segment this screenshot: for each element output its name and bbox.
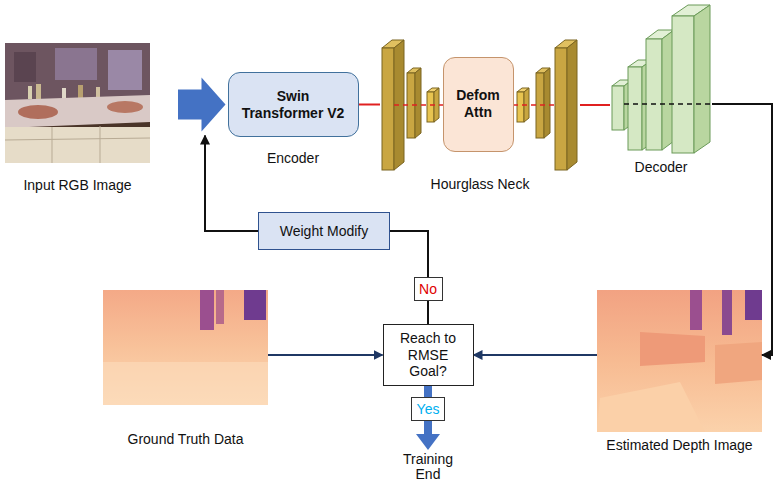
- neck-dashed-axis: [513, 104, 556, 106]
- input-photo: [55, 48, 97, 80]
- decoder-dashed-axis: [624, 103, 710, 105]
- feature-line: [580, 104, 610, 106]
- estimated-depth: [690, 290, 702, 330]
- end-arrow: [424, 420, 432, 434]
- input-photo: [18, 105, 58, 119]
- end-label: Training End: [393, 452, 463, 483]
- yes-box: Yes: [411, 397, 445, 421]
- ground-truth-depth: [103, 290, 268, 405]
- estimated-depth: [597, 290, 762, 432]
- input-photo: [5, 43, 150, 163]
- caption-text: Decoder: [635, 159, 688, 176]
- box-text: Yes: [417, 401, 440, 418]
- input-photo: [100, 126, 101, 163]
- neck-layer: [382, 48, 394, 170]
- success-shaft: [424, 386, 432, 397]
- decoder-layer: [646, 39, 662, 150]
- input-photo: [107, 101, 143, 113]
- weight-modify-box: Weight Modify: [258, 212, 390, 250]
- ground-truth-image: Ground Truth Data: [103, 290, 268, 405]
- ground-truth-depth: [103, 290, 268, 405]
- neck-dashed-axis: [394, 104, 444, 106]
- ground-truth-depth: [103, 362, 268, 405]
- neck-layer: [427, 92, 434, 122]
- encoder-box: Swin Transformer V2Encoder: [228, 72, 359, 137]
- input-photo: [5, 138, 150, 140]
- input-photo: [5, 43, 150, 101]
- caption-text: Ground Truth Data: [128, 431, 244, 448]
- decoder-layer: [694, 5, 710, 153]
- caption-text: Hourglass Neck: [431, 176, 530, 193]
- feedback-line: [390, 231, 428, 277]
- estimated-depth: [745, 290, 762, 320]
- box-text: Weight Modify: [280, 223, 368, 240]
- ground-truth-depth: [244, 290, 266, 320]
- hourglass-neck: Hourglass NeckDefom Attn: [380, 38, 580, 172]
- input-image: Input RGB Image: [5, 43, 150, 163]
- feature-line: [359, 104, 381, 106]
- neck-layer: [415, 68, 421, 138]
- input-photo: [52, 127, 53, 163]
- neck-layer: [567, 40, 577, 170]
- input-photo: [28, 86, 32, 99]
- end-arrow: [416, 434, 440, 450]
- input-photo: [108, 50, 142, 90]
- decoder-layer: [628, 67, 642, 150]
- estimated-depth: [715, 342, 762, 384]
- ground-truth-depth: [216, 290, 224, 324]
- input-photo: [5, 95, 150, 128]
- caption-text: Encoder: [267, 150, 319, 167]
- estimated-depth: [722, 290, 732, 335]
- box-text: Defom Attn: [448, 87, 508, 121]
- input-photo: [62, 88, 66, 99]
- feedback-line: [427, 301, 429, 324]
- ground-truth-depth: [200, 290, 214, 330]
- neck-layer: [544, 68, 550, 138]
- neck-layer: [555, 48, 567, 170]
- decoder: Decoder: [610, 5, 712, 155]
- neck-layer: [382, 40, 577, 170]
- box-text: Reach to RMSE Goal?: [388, 330, 468, 380]
- box-text: No: [419, 281, 437, 298]
- input-photo: [14, 52, 36, 82]
- compare-arrow: [474, 354, 598, 356]
- neck-layer: [517, 92, 524, 122]
- no-box: No: [414, 277, 443, 301]
- compare-arrow: [268, 354, 383, 356]
- estimated-depth-image: Estimated Depth Image: [597, 290, 762, 432]
- estimated-depth: [640, 332, 705, 366]
- estimated-depth: [597, 382, 705, 432]
- input-photo: [36, 84, 41, 99]
- decision-box: Reach to RMSE Goal?: [383, 324, 474, 386]
- input-arrow: [178, 78, 226, 132]
- output-connector: [712, 104, 772, 355]
- decoder-layer: [672, 16, 694, 153]
- input-photo: [5, 43, 150, 163]
- estimated-depth: [597, 290, 762, 432]
- end-arrow: [416, 420, 440, 450]
- caption-text: Estimated Depth Image: [606, 437, 752, 454]
- decoder-layer: [612, 86, 624, 130]
- decoder-layer: [612, 5, 710, 153]
- feedback-arrow: [205, 136, 258, 232]
- input-photo: [78, 85, 83, 99]
- caption-text: Input RGB Image: [23, 177, 131, 194]
- input-photo: [5, 127, 150, 163]
- attention-box: Defom Attn: [443, 57, 514, 152]
- box-text: Swin Transformer V2: [239, 88, 347, 122]
